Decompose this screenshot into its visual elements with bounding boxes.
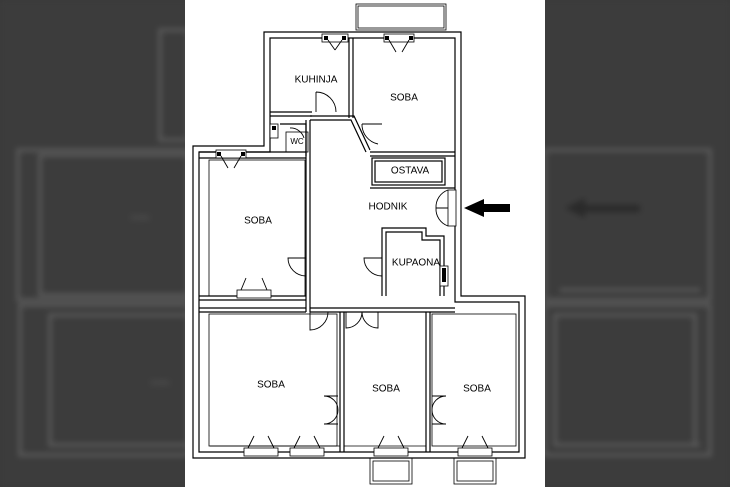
door-soba-top: [361, 123, 382, 145]
window-bottom-1: [243, 435, 279, 457]
room-label-soba-bottom-right: SOBA: [463, 384, 491, 395]
door-kupaona: [363, 257, 449, 287]
window-wc: [269, 123, 279, 139]
door-kitchen: [315, 91, 337, 113]
room-label-hodnik: HODNIK: [369, 202, 408, 213]
room-label-kuhinja: KUHINJA: [295, 75, 338, 86]
door-bottom-left-right: [323, 395, 339, 425]
door-entrance: [435, 189, 457, 227]
interior-walls: [199, 38, 517, 452]
window-bottom-2: [289, 435, 325, 457]
room-label-wc: WC: [290, 137, 304, 146]
window-soba-left: [215, 149, 247, 169]
bottom-balconies: [369, 457, 497, 485]
door-wc: [289, 123, 305, 139]
room-label-kupaona: KUPAONA: [392, 258, 440, 269]
window-soba-left-bottom: [236, 277, 272, 299]
window-bottom-3: [373, 435, 409, 457]
door-soba-bottom-mid: [345, 311, 379, 329]
window-soba-top: [383, 33, 415, 53]
doors: [287, 91, 457, 425]
balcony-top: [355, 3, 447, 31]
door-bottom-right-left: [431, 395, 447, 425]
arrow-left-icon: [464, 199, 510, 217]
window-bottom-4: [457, 435, 493, 457]
room-label-ostava: OSTAVA: [391, 166, 430, 177]
windows: [215, 33, 493, 457]
room-label-soba-left: SOBA: [244, 216, 272, 227]
window-kitchen: [321, 33, 349, 51]
bg-label-left: SOBA: [130, 215, 150, 222]
room-label-soba-top: SOBA: [390, 93, 418, 104]
door-soba-left: [287, 257, 307, 277]
room-label-soba-bottom-mid: SOBA: [372, 384, 400, 395]
door-soba-bottom-left: [309, 311, 329, 331]
room-label-soba-bottom-left: SOBA: [257, 380, 285, 391]
floor-plan-sheet: [185, 0, 545, 487]
bg-label-left-bottom: SOBA: [150, 380, 170, 387]
